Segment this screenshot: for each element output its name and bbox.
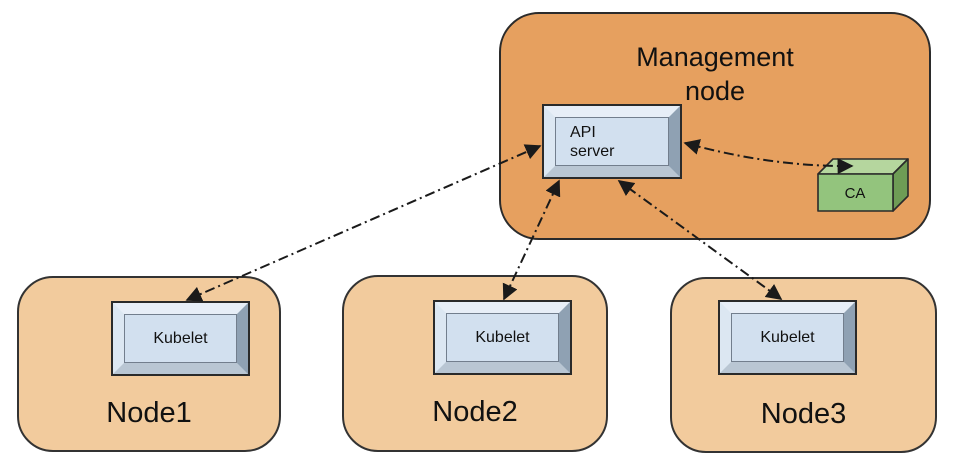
kubelet-label-node3: Kubelet: [760, 328, 815, 346]
management-node-label: Management node: [636, 42, 794, 106]
node2-label: Node2: [432, 396, 518, 428]
kubelet-box-node1: Kubelet: [111, 301, 250, 376]
kubelet-label-node1: Kubelet: [153, 329, 208, 347]
api-server-label: API server: [570, 123, 615, 160]
kubelet-box-node2: Kubelet: [433, 300, 572, 375]
kubelet-box-node3: Kubelet: [718, 300, 857, 375]
api-server-box: API server: [542, 104, 682, 179]
kubelet-label-node2: Kubelet: [475, 328, 530, 346]
node3-label: Node3: [760, 398, 847, 430]
node1-label: Node1: [106, 397, 192, 429]
